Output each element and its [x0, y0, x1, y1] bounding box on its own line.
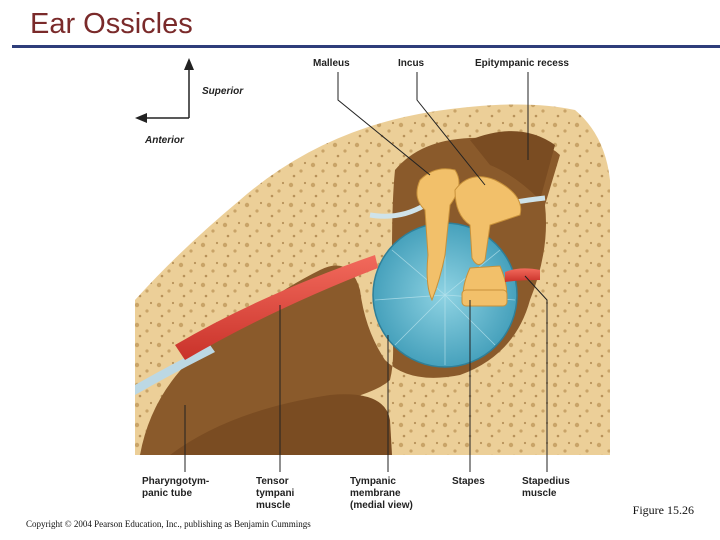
label-tympanic-line1: Tympanic — [350, 476, 396, 487]
label-tensor-line1: Tensor — [256, 476, 289, 487]
label-pharyngotympanic-tube: Pharyngotym- panic tube — [142, 476, 209, 500]
label-pharyngotympanic-line2: panic tube — [142, 488, 193, 499]
cavity-lower-wall — [170, 394, 392, 455]
label-stapedius-line1: Stapedius — [522, 476, 570, 487]
label-tympanic-line3: (medial view) — [350, 500, 413, 511]
label-stapedius-muscle: Stapedius muscle — [522, 476, 570, 500]
label-anterior: Anterior — [145, 135, 184, 146]
tympanic-cavity — [140, 137, 560, 455]
figure-caption: Figure 15.26 — [632, 503, 694, 517]
label-epitympanic-recess: Epitympanic recess — [475, 58, 569, 69]
leader-malleus — [337, 72, 431, 176]
copyright-notice: Copyright © 2004 Pearson Education, Inc.… — [26, 519, 311, 529]
label-tensor-line2: tympani — [256, 488, 295, 499]
tensor-tympani-muscle — [175, 255, 378, 360]
anterior-ligament — [369, 202, 427, 219]
label-tympanic-line2: membrane — [350, 488, 401, 499]
pharyngotympanic-tube — [135, 345, 215, 395]
stapes-footplate — [461, 289, 508, 307]
malleus-bone — [416, 168, 460, 302]
incus-bone — [454, 176, 522, 265]
label-stapes: Stapes — [452, 476, 485, 487]
title-rule — [12, 45, 720, 48]
stapedius-muscle — [505, 268, 540, 282]
page-title: Ear Ossicles — [30, 8, 193, 40]
leader-incus — [416, 72, 486, 186]
label-tympanic-membrane: Tympanic membrane (medial view) — [350, 476, 413, 512]
label-tensor-tympani: Tensor tympani muscle — [256, 476, 294, 512]
epitympanic-recess — [470, 131, 555, 200]
label-malleus: Malleus — [313, 58, 350, 69]
label-pharyngotympanic-line1: Pharyngotym- — [142, 476, 210, 487]
leader-stapedius — [524, 275, 548, 472]
label-tensor-line3: muscle — [256, 500, 291, 511]
label-incus: Incus — [398, 58, 425, 69]
label-superior: Superior — [202, 86, 244, 97]
label-stapedius-line2: muscle — [522, 488, 557, 499]
